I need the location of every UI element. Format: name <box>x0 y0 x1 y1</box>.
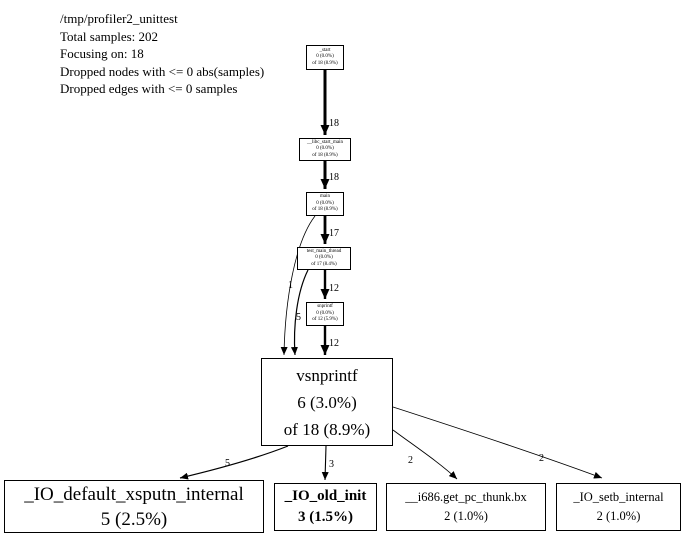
edge-label-vsnprintf-to-thunk: 2 <box>408 455 413 466</box>
node-label: snprintf <box>317 304 333 310</box>
node-label: __libc_start_main <box>306 139 344 145</box>
node-label: __i686.get_pc_thunk.bx <box>405 490 527 504</box>
node-total: of 18 (8.9%) <box>312 207 338 213</box>
edge-test-to-vsnprintf <box>290 269 309 356</box>
node-test-main-thread: test_main_thread 0 (0.0%) of 17 (8.4%) <box>297 247 351 270</box>
node-label: _IO_setb_internal <box>573 490 664 504</box>
edge-label-main-to-vsnprintf: 1 <box>288 280 293 291</box>
node-label: _IO_default_xsputn_internal <box>24 483 244 505</box>
edge-label-test-to-vsnprintf: 5 <box>296 312 301 323</box>
edge-vsnprintf-to-thunk <box>392 429 458 480</box>
edge-label-vsnprintf-to-old-init: 3 <box>329 459 334 470</box>
edge-main-to-vsnprintf <box>280 215 316 356</box>
edge-vsnprintf-to-setb <box>392 406 603 479</box>
profile-summary: /tmp/profiler2_unittest Total samples: 2… <box>60 10 264 98</box>
node-label: vsnprintf <box>296 365 358 385</box>
node-io-old-init: _IO_old_init 3 (1.5%) <box>274 483 377 531</box>
node-self: 2 (1.0%) <box>444 509 488 523</box>
node-total: of 12 (5.9%) <box>312 317 338 323</box>
node-self: 0 (0.0%) <box>316 54 334 60</box>
node-label: main <box>320 194 330 200</box>
node-self: 0 (0.0%) <box>316 310 334 316</box>
edge-label-start-to-libc: 18 <box>329 118 339 129</box>
edge-label-vsnprintf-to-xsputn: 5 <box>225 458 230 469</box>
node-label: test_main_thread <box>306 248 342 254</box>
node-libc-start-main: __libc_start_main 0 (0.0%) of 18 (8.9%) <box>299 138 351 161</box>
dropped-nodes-note: Dropped nodes with <= 0 abs(samples) <box>60 63 265 79</box>
total-samples-text: Total samples: 202 <box>60 28 159 44</box>
node-self: 6 (3.0%) <box>297 392 357 412</box>
node-self: 3 (1.5%) <box>298 509 353 525</box>
node-io-setb-internal: _IO_setb_internal 2 (1.0%) <box>556 483 681 531</box>
focusing-on-text: Focusing on: 18 <box>60 46 144 61</box>
node-total: of 18 (8.9%) <box>312 152 338 158</box>
edge-label-main-to-test: 17 <box>329 228 339 239</box>
node-self: 0 (0.0%) <box>316 200 334 206</box>
node-self: 2 (1.0%) <box>596 509 641 523</box>
profile-binary-path: /tmp/profiler2_unittest <box>60 11 178 26</box>
node-vsnprintf: vsnprintf 6 (3.0%) of 18 (8.9%) <box>261 358 393 446</box>
node-label: _IO_old_init <box>284 488 367 504</box>
edge-label-libc-to-main: 18 <box>329 172 339 183</box>
node-get-pc-thunk: __i686.get_pc_thunk.bx 2 (1.0%) <box>386 483 546 531</box>
node-main: main 0 (0.0%) of 18 (8.9%) <box>306 192 344 216</box>
node-total: of 17 (8.4%) <box>311 261 337 267</box>
edge-label-snprintf-to-vsnprintf: 12 <box>329 338 339 349</box>
node-total: of 18 (8.9%) <box>312 60 338 66</box>
node-label: _start <box>319 47 331 53</box>
edge-vsnprintf-to-xsputn <box>179 445 289 480</box>
dropped-edges-note: Dropped edges with <= 0 samples <box>60 81 238 96</box>
node-self: 0 (0.0%) <box>315 255 333 261</box>
edge-vsnprintf-to-old-init <box>321 445 329 481</box>
node-start: _start 0 (0.0%) of 18 (8.9%) <box>306 45 344 70</box>
node-self: 0 (0.0%) <box>316 146 334 152</box>
node-total: of 18 (8.9%) <box>283 419 371 439</box>
node-snprintf: snprintf 0 (0.0%) of 12 (5.9%) <box>306 302 344 326</box>
node-io-default-xsputn-internal: _IO_default_xsputn_internal 5 (2.5%) <box>4 480 264 533</box>
edge-label-test-to-snprintf: 12 <box>329 283 339 294</box>
node-self: 5 (2.5%) <box>100 508 168 530</box>
edge-label-vsnprintf-to-setb: 2 <box>539 453 544 464</box>
